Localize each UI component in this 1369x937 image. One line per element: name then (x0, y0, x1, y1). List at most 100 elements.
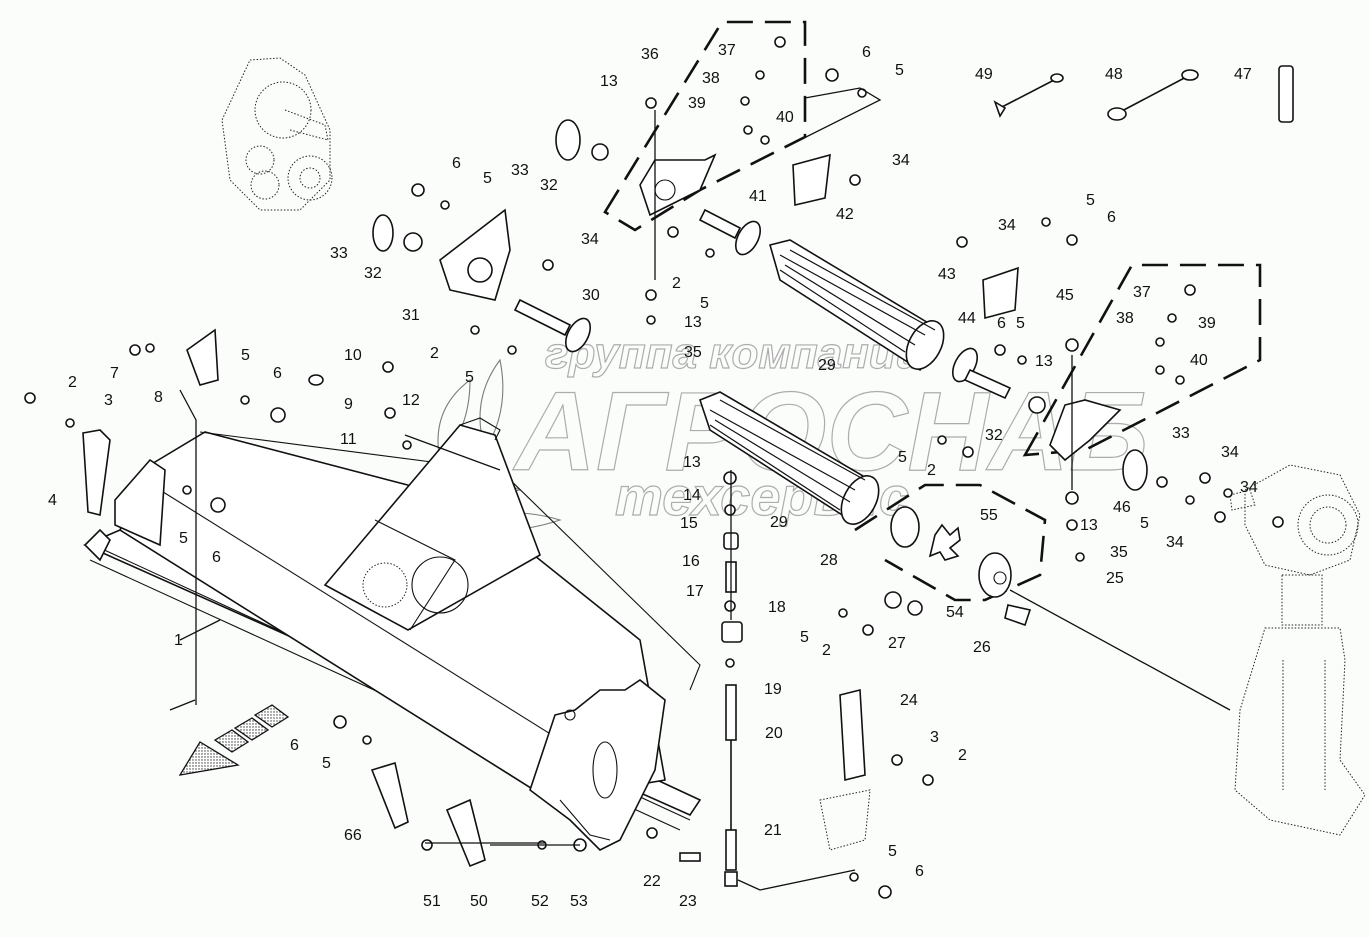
callout-2: 2 (430, 345, 439, 362)
callout-18: 18 (768, 599, 786, 616)
callout-2: 2 (822, 642, 831, 659)
callout-34: 34 (581, 231, 599, 248)
direction-arrow-icon (178, 741, 240, 776)
callout-34: 34 (1240, 479, 1258, 496)
callout-41: 41 (749, 188, 767, 205)
callout-13: 13 (683, 454, 701, 471)
callout-29: 29 (770, 514, 788, 531)
callout-4: 4 (48, 492, 57, 509)
roller-upper (769, 239, 945, 372)
callout-17: 17 (686, 583, 704, 600)
callout-1: 1 (174, 632, 183, 649)
callout-5: 5 (465, 369, 474, 386)
callout-34: 34 (1166, 534, 1184, 551)
callout-49: 49 (975, 66, 993, 83)
callout-6: 6 (290, 737, 299, 754)
shafts (513, 208, 1012, 400)
callout-32: 32 (540, 177, 558, 194)
hardware-items (24, 36, 1284, 899)
callout-52: 52 (531, 893, 549, 910)
bearing-housing-45-group (1022, 263, 1262, 462)
callout-20: 20 (765, 725, 783, 742)
callout-2: 2 (672, 275, 681, 292)
callout-13: 13 (684, 314, 702, 331)
watermark: группа компаний АГРОСНАБ техсервис (428, 328, 1149, 531)
callout-14: 14 (683, 487, 701, 504)
callout-33: 33 (330, 245, 348, 262)
gearbox-left-reference (221, 57, 333, 211)
callout-6: 6 (212, 549, 221, 566)
callout-5: 5 (483, 170, 492, 187)
callout-2: 2 (927, 462, 936, 479)
callout-39: 39 (688, 95, 706, 112)
callout-42: 42 (836, 206, 854, 223)
callout-6: 6 (452, 155, 461, 172)
tool-ring-wrench-48 (1107, 69, 1199, 121)
callout-28: 28 (820, 552, 838, 569)
tool-open-wrench-49 (993, 73, 1064, 118)
callout-5: 5 (895, 62, 904, 79)
callout-38: 38 (702, 70, 720, 87)
callout-21: 21 (764, 822, 782, 839)
callout-47: 47 (1234, 66, 1252, 83)
frame-assembly (83, 417, 702, 851)
gearbox-right-reference (1229, 464, 1366, 836)
callout-5: 5 (1140, 515, 1149, 532)
callout-33: 33 (1172, 425, 1190, 442)
callout-37: 37 (718, 42, 736, 59)
callout-34: 34 (1221, 444, 1239, 461)
callout-35: 35 (1110, 544, 1128, 561)
callout-3: 3 (930, 729, 939, 746)
callout-34: 34 (892, 152, 910, 169)
watermark-line1: группа компаний (545, 329, 923, 378)
callout-36: 36 (641, 46, 659, 63)
callout-34: 34 (998, 217, 1016, 234)
callout-2: 2 (68, 374, 77, 391)
coupling-28-group (854, 483, 1047, 602)
callout-5: 5 (1086, 192, 1095, 209)
callout-11: 11 (340, 431, 357, 448)
callout-15: 15 (680, 515, 698, 532)
callout-labels: 1 2 2 2 2 2 2 3 3 4 5 5 5 5 5 5 5 5 5 5 … (48, 42, 1258, 910)
callout-37: 37 (1133, 284, 1151, 301)
callout-5: 5 (179, 530, 188, 547)
callout-40: 40 (1190, 352, 1208, 369)
callout-16: 16 (682, 553, 700, 570)
callout-45: 45 (1056, 287, 1074, 304)
callout-31: 31 (402, 307, 420, 324)
callout-13: 13 (1080, 517, 1098, 534)
callout-9: 9 (344, 396, 353, 413)
callout-25: 25 (1106, 570, 1124, 587)
callout-22: 22 (643, 873, 661, 890)
callout-8: 8 (154, 389, 163, 406)
callout-6: 6 (997, 315, 1006, 332)
callout-26: 26 (973, 639, 991, 656)
callout-38: 38 (1116, 310, 1134, 327)
tension-rod-assembly (721, 471, 743, 887)
callout-13: 13 (1035, 353, 1053, 370)
callout-5: 5 (888, 843, 897, 860)
callout-50: 50 (470, 893, 488, 910)
callout-6: 6 (273, 365, 282, 382)
callout-48: 48 (1105, 66, 1123, 83)
callout-39: 39 (1198, 315, 1216, 332)
callout-32: 32 (364, 265, 382, 282)
callout-12: 12 (402, 392, 420, 409)
callout-7: 7 (110, 365, 119, 382)
leader-lines (169, 87, 1231, 891)
callout-3: 3 (104, 392, 113, 409)
callout-44: 44 (958, 310, 976, 327)
callout-23: 23 (679, 893, 697, 910)
callout-6: 6 (915, 863, 924, 880)
callout-35: 35 (684, 344, 702, 361)
callout-5: 5 (1016, 315, 1025, 332)
callout-43: 43 (938, 266, 956, 283)
callout-6: 6 (862, 44, 871, 61)
callout-55: 55 (980, 507, 998, 524)
callout-5: 5 (800, 629, 809, 646)
callout-32: 32 (985, 427, 1003, 444)
callout-13: 13 (600, 73, 618, 90)
callout-5: 5 (700, 295, 709, 312)
callout-5: 5 (898, 449, 907, 466)
